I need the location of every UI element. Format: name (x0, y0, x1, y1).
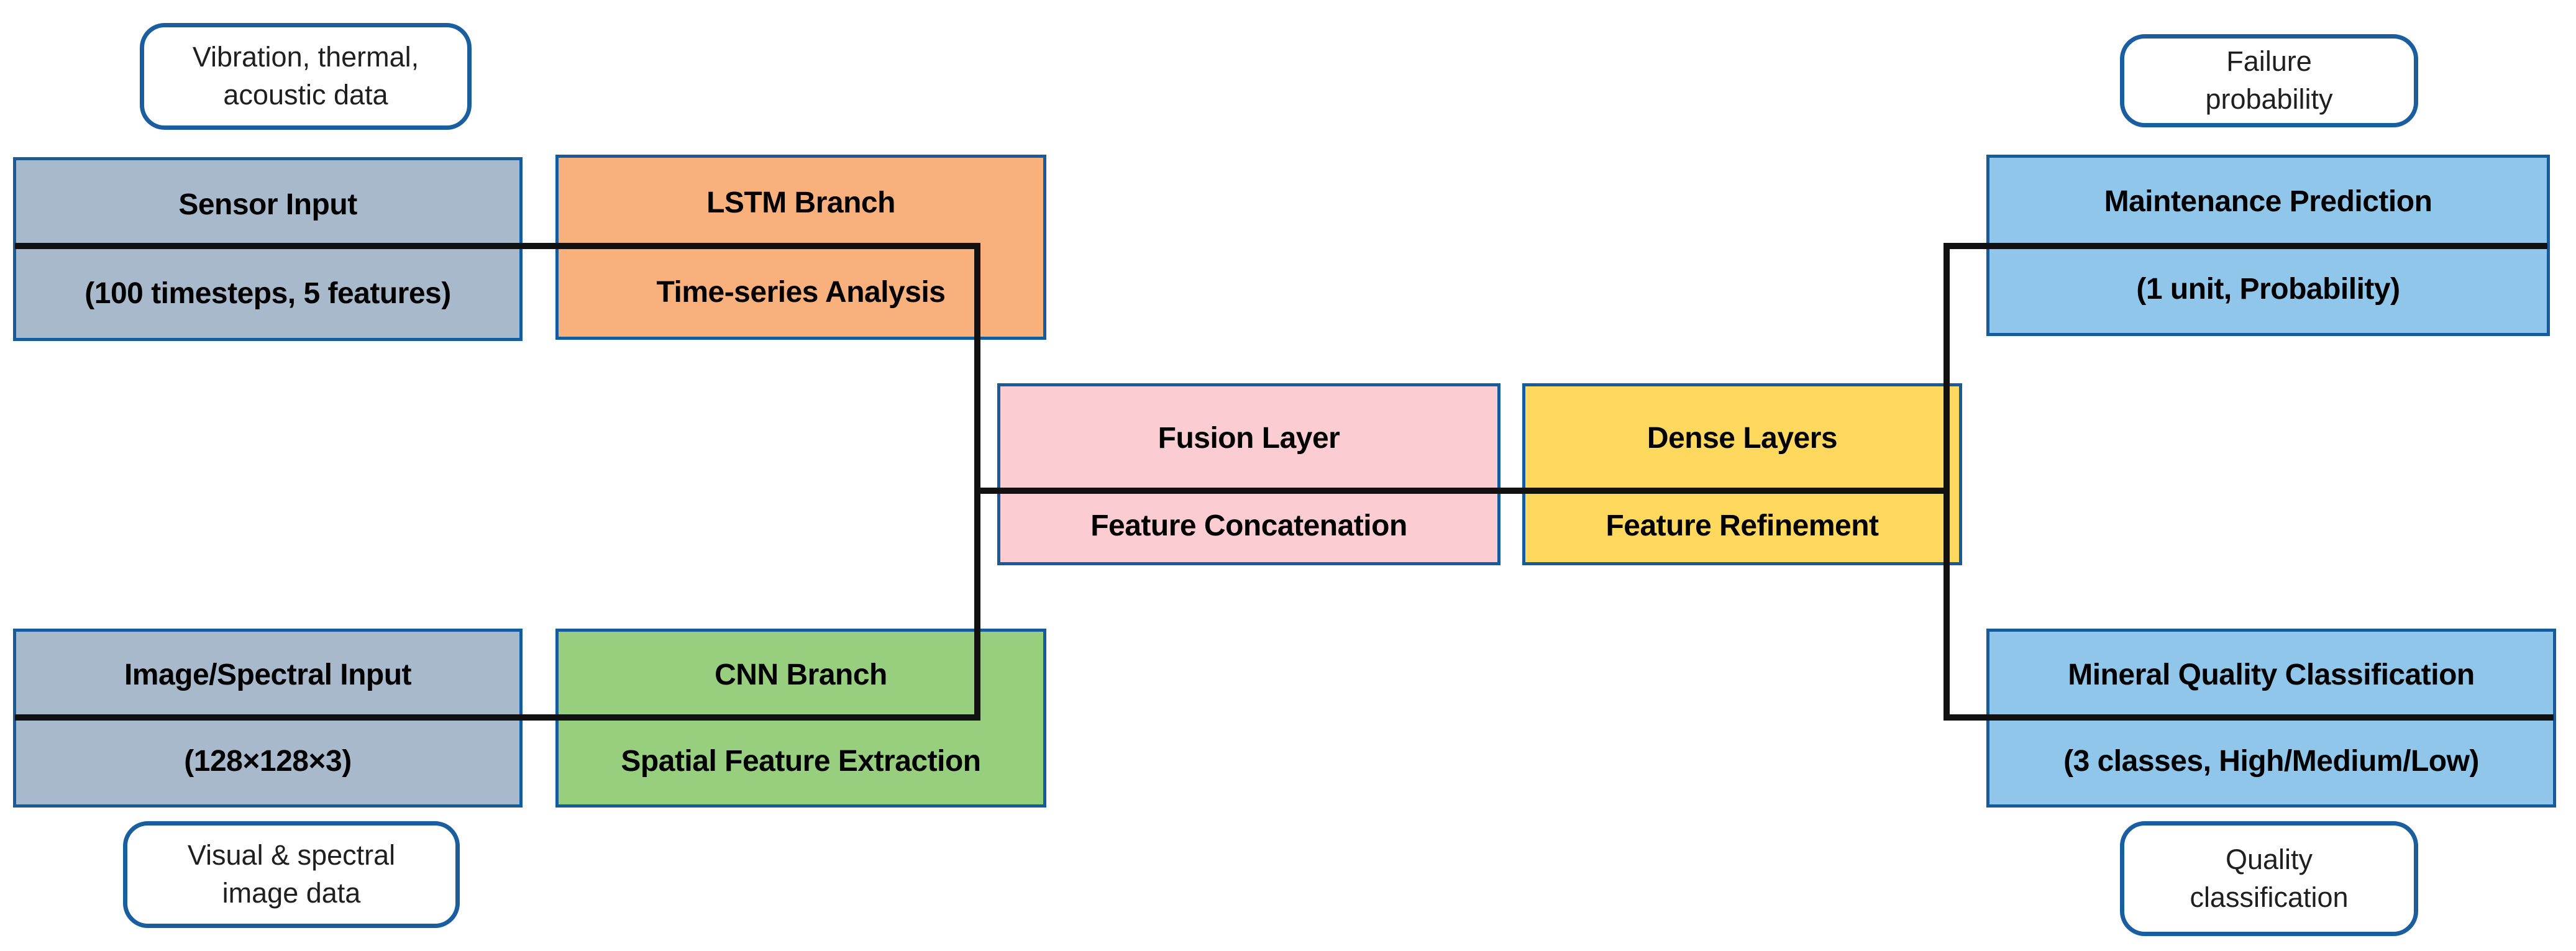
annotation-failure-probability: Failure probability (2120, 34, 2418, 127)
node-dense-layers: Dense Layers Feature Refinement (1522, 383, 1962, 565)
node-title: Mineral Quality Classification (2068, 658, 2475, 691)
node-title: Dense Layers (1647, 421, 1838, 455)
connector-bottom-row-left (15, 714, 980, 721)
node-title: Sensor Input (178, 188, 357, 221)
node-title: Image/Spectral Input (124, 658, 412, 691)
annotation-line: Vibration, thermal, (192, 41, 419, 73)
connector-top-row-right (1943, 243, 2547, 249)
annotation-quality-classification: Quality classification (2120, 821, 2418, 936)
annotation-line: acoustic data (223, 79, 388, 111)
node-subtitle: (3 classes, High/Medium/Low) (2063, 745, 2479, 778)
node-subtitle: Time-series Analysis (656, 275, 946, 309)
node-fusion-layer: Fusion Layer Feature Concatenation (997, 383, 1500, 565)
annotation-line: image data (222, 877, 361, 909)
connector-vertical-right (1943, 243, 1950, 721)
annotation-line: probability (2205, 83, 2333, 115)
node-title: Maintenance Prediction (2104, 185, 2432, 218)
node-subtitle: Spatial Feature Extraction (621, 745, 981, 778)
annotation-sensor-data: Vibration, thermal, acoustic data (140, 23, 472, 130)
node-title: CNN Branch (715, 658, 887, 691)
node-title: Fusion Layer (1158, 421, 1340, 455)
connector-top-row-left (15, 243, 980, 249)
annotation-visual-spectral-data: Visual & spectral image data (123, 821, 460, 928)
annotation-line: Visual & spectral (187, 839, 396, 871)
annotation-line: classification (2190, 881, 2349, 913)
annotation-line: Failure (2226, 45, 2312, 78)
node-subtitle: Feature Refinement (1605, 509, 1879, 543)
node-subtitle: (1 unit, Probability) (2136, 273, 2400, 306)
annotation-line: Quality (2225, 843, 2313, 875)
node-sensor-input: Sensor Input (100 timesteps, 5 features) (13, 157, 523, 341)
node-title: LSTM Branch (706, 186, 895, 219)
connector-bottom-row-right (1943, 714, 2554, 721)
node-subtitle: (100 timesteps, 5 features) (84, 277, 451, 310)
connector-middle-row (974, 488, 1950, 494)
connector-vertical-left (974, 243, 980, 721)
node-subtitle: Feature Concatenation (1090, 509, 1407, 543)
node-subtitle: (128×128×3) (184, 745, 352, 778)
